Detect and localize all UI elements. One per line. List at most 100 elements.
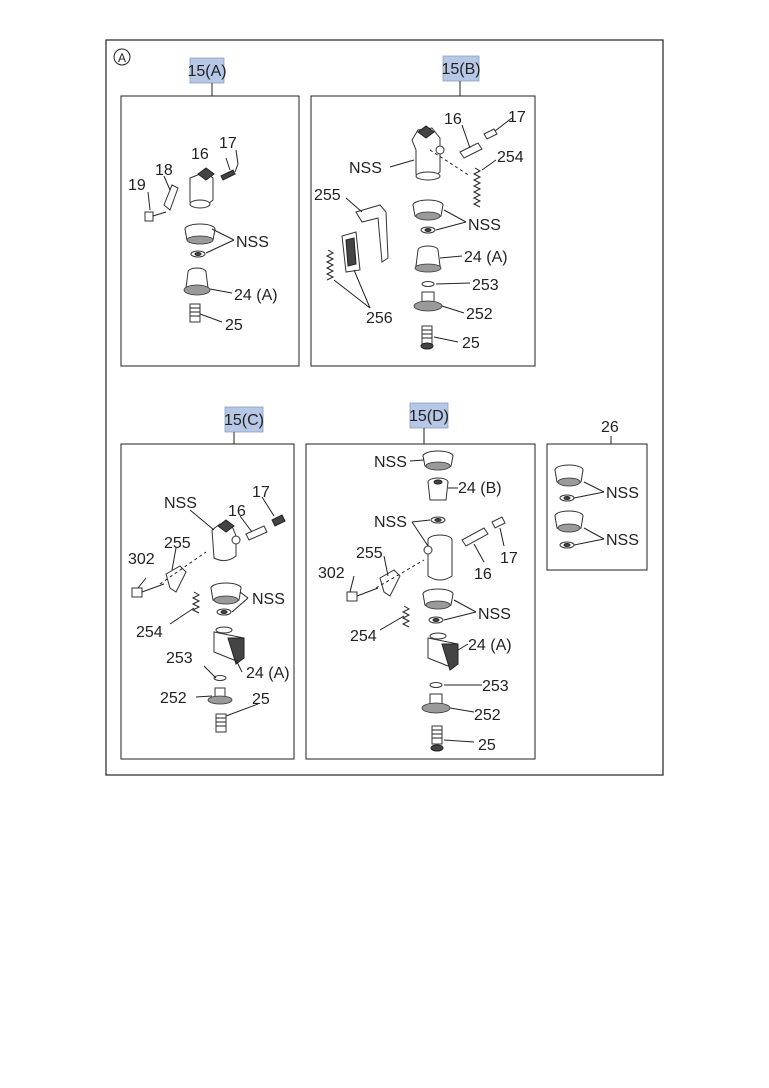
callout-24a: 24 (A) <box>234 287 278 304</box>
callout-255: 255 <box>164 535 191 552</box>
callout-252: 252 <box>474 707 501 724</box>
pin-17-part <box>483 128 498 140</box>
spring-254-part <box>401 605 411 628</box>
body-24a-part <box>213 626 245 665</box>
callout-16: 16 <box>191 146 209 163</box>
callout-255: 255 <box>356 545 383 562</box>
callout-nss: NSS <box>236 234 269 251</box>
lever-plate-part <box>163 184 179 211</box>
lever-255-part <box>165 565 187 593</box>
callout-256: 256 <box>366 310 393 327</box>
group-26: 26 NSS NSS <box>546 419 648 571</box>
seal-cup-part <box>554 464 584 502</box>
callout-18: 18 <box>155 162 173 179</box>
callout-17: 17 <box>508 109 526 126</box>
pin-16-part <box>245 525 268 541</box>
group-15b: 15(B) <box>310 55 536 367</box>
bolt-19-part <box>144 211 167 222</box>
callout-17: 17 <box>219 135 237 152</box>
callout-nss: NSS <box>374 454 407 471</box>
callout-25: 25 <box>252 691 270 708</box>
gear-252-part <box>421 693 451 714</box>
seal-cup-part <box>554 510 584 549</box>
group-tag: 15(C) <box>224 412 264 429</box>
gear-252-part <box>207 687 233 705</box>
seal-cup-part <box>210 582 242 616</box>
callout-25: 25 <box>225 317 243 334</box>
washer-253-part <box>429 682 443 688</box>
seal-cup-top-part <box>422 450 454 471</box>
group-15d: 15(D) <box>305 402 536 760</box>
group-tag: 15(D) <box>409 408 449 425</box>
callout-nss-2: NSS <box>374 514 407 531</box>
callout-nss: NSS <box>164 495 197 512</box>
screw-25-part <box>215 713 227 733</box>
screw-25-part <box>420 325 434 350</box>
callout-24a: 24 (A) <box>468 637 512 654</box>
view-marker-circle <box>113 48 131 66</box>
bolt-302-part <box>131 583 165 598</box>
spring-254-part <box>191 591 201 614</box>
callout-nss-2: NSS <box>606 532 639 549</box>
outer-frame <box>105 39 664 776</box>
group-15c: 15(C) <box>120 406 295 760</box>
group-tag-background <box>442 55 480 82</box>
callout-253: 253 <box>482 678 509 695</box>
shift-head-part <box>411 125 445 181</box>
group-tag: 15(A) <box>187 63 226 80</box>
pin-17-part <box>271 514 286 527</box>
callout-24a: 24 (A) <box>246 665 290 682</box>
ring-part <box>430 516 446 524</box>
body-24b-part <box>427 477 449 501</box>
callout-254: 254 <box>136 624 163 641</box>
shift-tube-part <box>423 534 453 581</box>
shift-head-part <box>189 167 215 209</box>
callout-nss-2: NSS <box>468 217 501 234</box>
callout-17: 17 <box>252 484 270 501</box>
bolt-302-part <box>346 587 379 602</box>
callout-255: 255 <box>314 187 341 204</box>
callout-nss: NSS <box>606 485 639 502</box>
pin-16-part <box>459 142 483 159</box>
callout-19: 19 <box>128 177 146 194</box>
group-tag: 26 <box>601 419 619 436</box>
shift-head-part <box>211 519 241 562</box>
seal-cup-part <box>412 199 444 234</box>
callout-16: 16 <box>228 503 246 520</box>
callout-24b: 24 (B) <box>458 480 502 497</box>
body-24a-part <box>414 245 442 273</box>
bracket-255-part <box>341 204 389 273</box>
callout-302: 302 <box>318 565 345 582</box>
callout-nss: NSS <box>349 160 382 177</box>
callout-253: 253 <box>472 277 499 294</box>
body-24a-part <box>427 632 459 671</box>
group-tag-background <box>409 402 449 429</box>
callout-252: 252 <box>160 690 187 707</box>
gear-252-part <box>413 291 443 312</box>
callout-nss-2: NSS <box>252 591 285 608</box>
callout-252: 252 <box>466 306 493 323</box>
pin-16-part <box>461 527 489 547</box>
pin-17-part <box>491 516 506 529</box>
group-box <box>305 443 536 760</box>
screw-25-part <box>430 725 444 752</box>
group-box <box>546 443 648 571</box>
callout-302: 302 <box>128 551 155 568</box>
group-box <box>120 443 295 760</box>
body-24a-part <box>183 267 211 296</box>
group-tag-background <box>224 406 264 433</box>
callout-16: 16 <box>444 111 462 128</box>
callout-16: 16 <box>474 566 492 583</box>
view-marker-label: A <box>118 51 126 65</box>
callout-17: 17 <box>500 550 518 567</box>
spring-254-part <box>472 167 482 208</box>
seal-cup-part <box>422 588 454 624</box>
callout-254: 254 <box>350 628 377 645</box>
group-tag: 15(B) <box>441 61 480 78</box>
callout-24a: 24 (A) <box>464 249 508 266</box>
lever-255-part <box>379 569 401 597</box>
screw-25-part <box>189 303 201 323</box>
callout-nss-3: NSS <box>478 606 511 623</box>
callout-25: 25 <box>462 335 480 352</box>
